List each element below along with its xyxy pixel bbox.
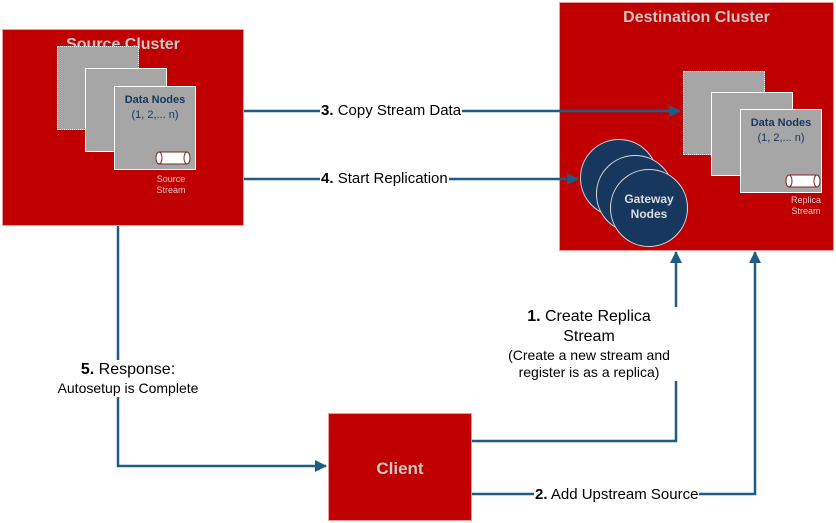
step-4-label: 4. Start Replication xyxy=(320,170,449,188)
source-stream-label-line2: Stream xyxy=(156,185,186,195)
step-5-label: 5. Response: Autosetup is Complete xyxy=(38,360,218,397)
step-1-note2: register is as a replica) xyxy=(518,364,660,380)
step-2-text: Add Upstream Source xyxy=(550,486,699,503)
replica-stream-label-line1: Replica xyxy=(790,195,821,205)
data-node-card-front: Data Nodes (1, 2,... n) xyxy=(740,109,822,193)
replica-stream-label-line2: Stream xyxy=(791,206,821,216)
destination-cluster: Destination Cluster Data Nodes (1, 2,...… xyxy=(559,2,834,251)
step-2-number: 2. xyxy=(535,486,548,503)
step-4-number: 4. xyxy=(321,170,334,187)
client-box: Client xyxy=(328,413,472,521)
step-5-note1: Autosetup is Complete xyxy=(57,380,199,396)
replica-stream-label: Replica Stream xyxy=(784,195,828,217)
cylinder-icon xyxy=(785,174,821,188)
step-4-text: Start Replication xyxy=(337,170,448,187)
cylinder-icon xyxy=(155,151,191,165)
gateway-nodes-label: Gateway Nodes xyxy=(610,192,688,222)
step-1-number: 1. xyxy=(527,308,541,325)
step-5-number: 5. xyxy=(80,361,95,378)
data-nodes-title: Data Nodes xyxy=(750,117,812,129)
source-cluster: Source Cluster Data Nodes (1, 2,... n) S… xyxy=(2,29,244,226)
data-nodes-subtitle: (1, 2,... n) xyxy=(757,132,805,144)
destination-cluster-title: Destination Cluster xyxy=(623,9,770,26)
gateway-label-line2: Nodes xyxy=(630,207,668,221)
data-nodes-title: Data Nodes xyxy=(124,94,186,106)
data-node-card-front: Data Nodes (1, 2,... n) xyxy=(114,86,196,170)
source-stream-label: Source Stream xyxy=(151,174,191,196)
source-stream-label-line1: Source xyxy=(156,174,186,184)
step-3-label: 3. Copy Stream Data xyxy=(320,102,463,120)
client-title: Client xyxy=(376,459,424,478)
step-3-number: 3. xyxy=(321,102,334,119)
gateway-label-line1: Gateway xyxy=(624,192,674,206)
step-1-text: Create Replica xyxy=(544,308,651,325)
gateway-node-front xyxy=(610,169,688,247)
step-5-text: Response: xyxy=(98,361,176,378)
step-2-label: 2. Add Upstream Source xyxy=(534,486,700,504)
step-1-note1: (Create a new stream and xyxy=(508,347,670,363)
step-3-text: Copy Stream Data xyxy=(337,102,462,119)
data-nodes-subtitle: (1, 2,... n) xyxy=(131,109,179,121)
step-1-label: 1. Create Replica Stream (Create a new s… xyxy=(500,307,678,381)
step-1-text2: Stream xyxy=(563,328,615,345)
arrow-response xyxy=(116,226,327,472)
